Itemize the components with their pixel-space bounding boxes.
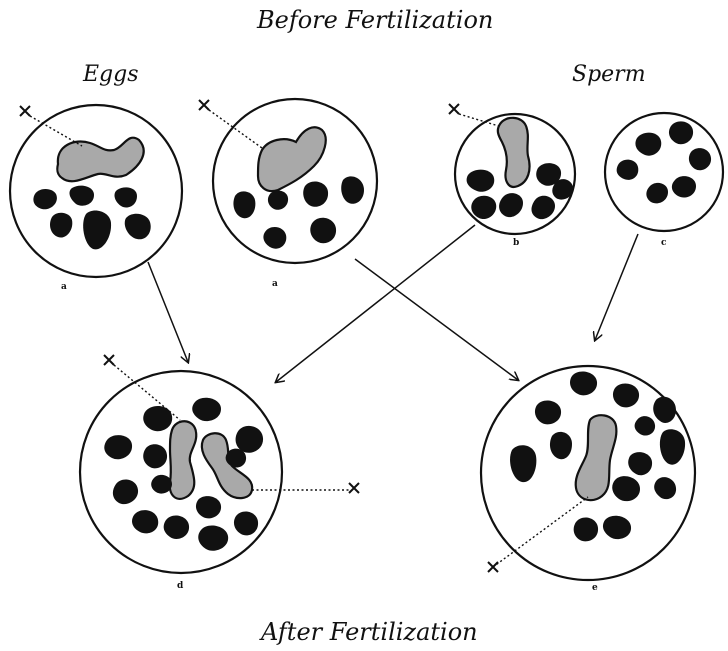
sperm-cell-c: c [605, 113, 723, 248]
cell-letter-c: c [661, 238, 667, 248]
cell-letter-d: d [177, 581, 184, 591]
x-marker [199, 100, 209, 110]
cell-letter-a: a [272, 279, 278, 289]
cell-letter-b: b [513, 238, 519, 248]
arrow-egg1-to-d [148, 262, 188, 362]
chromosome [303, 181, 328, 206]
fertilized-cell-d: d [80, 355, 359, 591]
fertilized-cell-e: e [481, 366, 695, 593]
x-marker-right [349, 483, 359, 493]
egg-cell-a-left: a [10, 105, 182, 292]
chromosome [574, 517, 598, 541]
x-marker [20, 106, 30, 116]
cell-letter-a: a [61, 282, 67, 292]
arrow-egg2-to-e [355, 259, 518, 380]
cell-membrane [10, 105, 182, 277]
sperm-cell-b: b [449, 104, 575, 248]
cell-letter-e: e [592, 583, 598, 593]
arrows [148, 225, 638, 382]
x-marker-left [104, 355, 114, 365]
arrow-sperm-c-to-e [595, 234, 638, 340]
egg-cell-a-right: a [199, 99, 377, 289]
x-marker [449, 104, 459, 114]
